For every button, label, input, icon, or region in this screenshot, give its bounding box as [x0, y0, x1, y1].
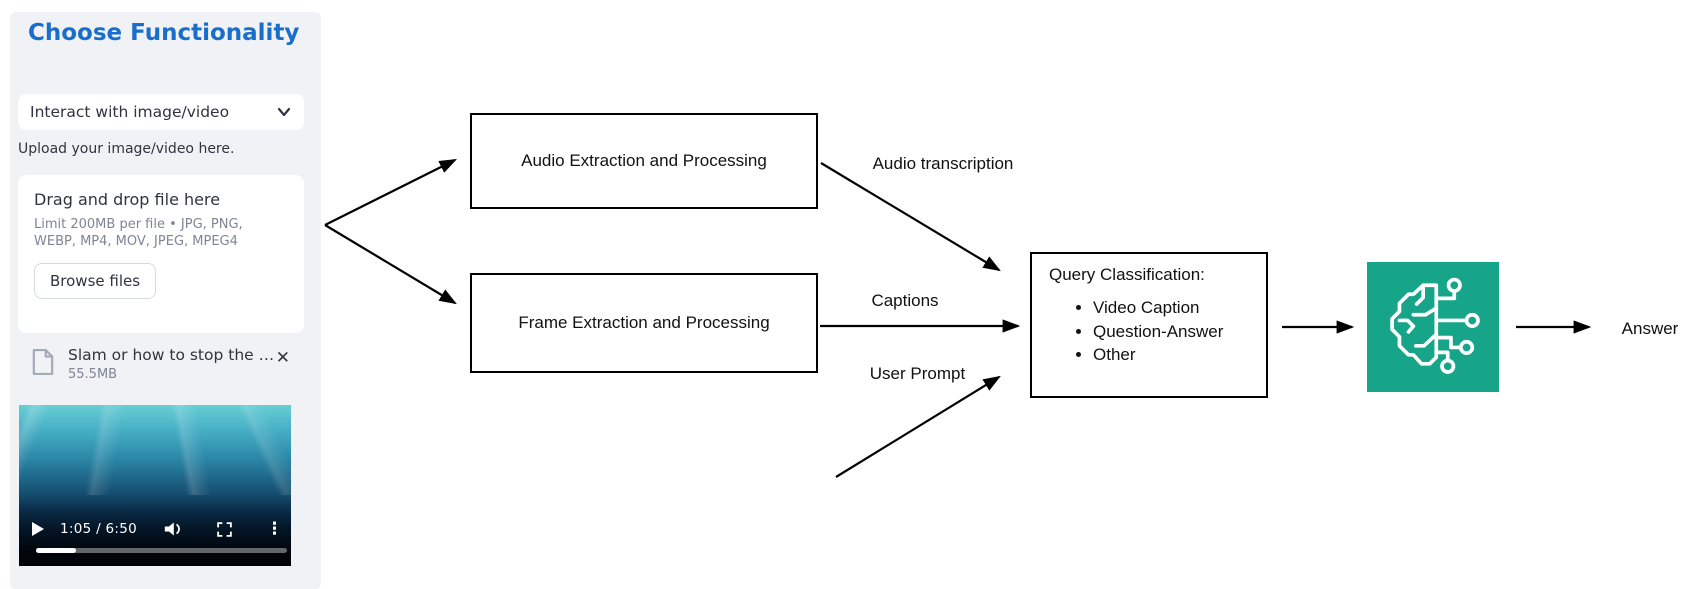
user-prompt-label: User Prompt — [869, 364, 966, 383]
arrow-source-to-frame — [324, 224, 457, 305]
file-icon — [32, 348, 56, 380]
query-item-other: Other — [1093, 343, 1223, 367]
arrow-source-to-audio — [324, 159, 457, 226]
functionality-select-value: Interact with image/video — [30, 103, 230, 121]
video-progress-fill — [36, 548, 77, 553]
video-time-display: 1:05 / 6:50 — [60, 521, 138, 537]
chevron-down-icon — [276, 106, 292, 118]
captions-label: Captions — [871, 291, 939, 310]
dropzone-title: Drag and drop file here — [34, 190, 221, 209]
query-item-question-answer: Question-Answer — [1093, 320, 1223, 344]
video-progress-bar[interactable] — [36, 548, 287, 553]
arrow-userprompt-to-query — [835, 375, 1001, 478]
frame-extraction-label: Frame Extraction and Processing — [518, 313, 770, 332]
remove-file-button[interactable]: ✕ — [275, 348, 290, 368]
uploaded-file-item: Slam or how to stop the … 55.5MB ✕ — [32, 346, 290, 382]
kebab-menu-icon[interactable]: ⋮ — [266, 518, 283, 539]
arrow-audio-to-query — [820, 162, 1001, 272]
query-classification-title: Query Classification: — [1049, 265, 1205, 284]
video-player[interactable]: 1:05 / 6:50 ⋮ — [19, 405, 291, 566]
answer-label: Answer — [1621, 319, 1679, 338]
audio-transcription-label: Audio transcription — [872, 154, 1014, 173]
uploaded-file-name: Slam or how to stop the … — [68, 346, 275, 364]
file-uploader-dropzone[interactable]: Drag and drop file here Limit 200MB per … — [18, 175, 304, 333]
query-item-video-caption: Video Caption — [1093, 296, 1223, 320]
sidebar: Choose Functionality Interact with image… — [10, 12, 321, 589]
volume-icon[interactable] — [163, 520, 183, 538]
ai-brain-icon — [1367, 262, 1499, 392]
browse-files-button[interactable]: Browse files — [34, 263, 157, 299]
dropzone-limit-text: Limit 200MB per file • JPG, PNG, WEBP, M… — [34, 217, 243, 249]
audio-extraction-label: Audio Extraction and Processing — [521, 151, 767, 170]
functionality-select[interactable]: Interact with image/video — [18, 94, 304, 130]
upload-instruction-label: Upload your image/video here. — [18, 141, 235, 157]
fullscreen-icon[interactable] — [216, 521, 233, 538]
frame-extraction-box: Frame Extraction and Processing — [470, 273, 818, 373]
query-classification-list: Video Caption Question-Answer Other — [1093, 296, 1223, 367]
play-icon[interactable] — [31, 521, 45, 537]
sidebar-title: Choose Functionality — [28, 20, 300, 46]
query-classification-box: Query Classification: Video Caption Ques… — [1030, 252, 1268, 398]
uploaded-file-size: 55.5MB — [68, 367, 118, 382]
audio-extraction-box: Audio Extraction and Processing — [470, 113, 818, 209]
